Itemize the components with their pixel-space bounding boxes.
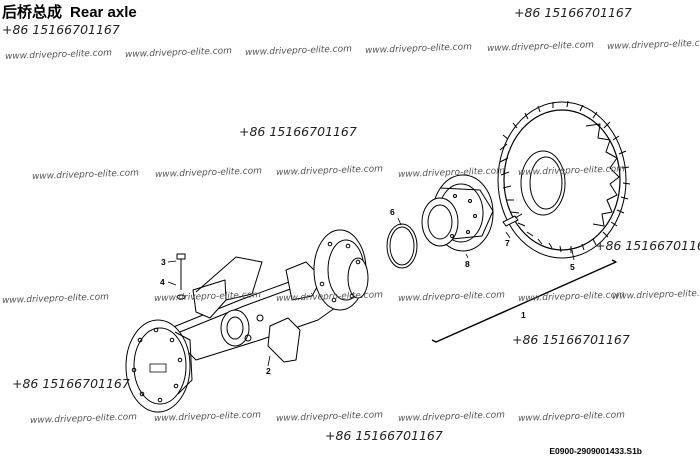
callout-6: 6: [390, 207, 395, 217]
assembly-bracket-line: [431, 259, 617, 343]
callout-1: 1: [521, 310, 526, 320]
left-hub: [125, 319, 193, 413]
callout-2: 2: [266, 366, 271, 376]
diagram-title: 后桥总成 Rear axle: [2, 1, 137, 22]
title-chinese: 后桥总成: [2, 4, 63, 21]
callout-5: 5: [570, 262, 575, 272]
callout-8: 8: [465, 259, 470, 269]
title-english: Rear axle: [70, 4, 137, 21]
watermark-phone: +86 15166701167: [595, 238, 700, 253]
drawing-code: E0900-2909001433.S1b: [549, 446, 642, 456]
callout-4: 4: [160, 277, 165, 287]
watermark-phone: +86 15166701167: [12, 376, 130, 391]
washer: [176, 294, 186, 300]
right-hub: [313, 229, 369, 311]
o-ring: [386, 223, 418, 269]
watermark-phone: +86 15166701167: [2, 22, 120, 37]
callout-3: 3: [161, 257, 166, 267]
wheel-rim: [421, 174, 494, 252]
watermark-phone: +86 15166701167: [514, 5, 632, 20]
bolt: [176, 253, 186, 290]
callout-7: 7: [505, 238, 510, 248]
watermark-phone: +86 15166701167: [239, 124, 357, 139]
watermark-phone: +86 15166701167: [512, 332, 630, 347]
watermark-phone: +86 15166701167: [325, 428, 443, 443]
tire: [497, 100, 631, 259]
valve: [502, 213, 523, 227]
